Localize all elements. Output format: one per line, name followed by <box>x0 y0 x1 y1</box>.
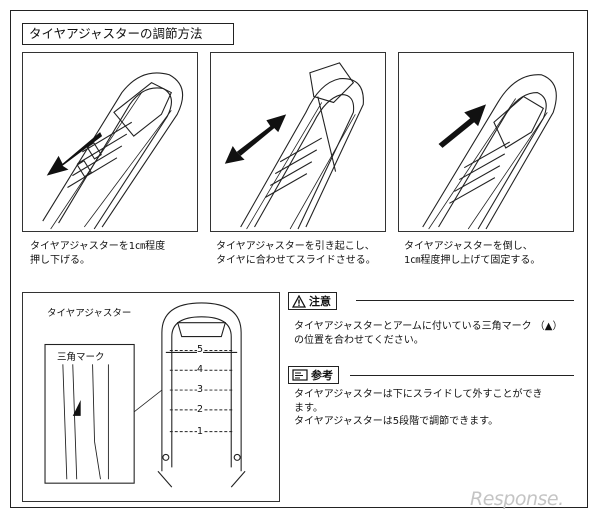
step-3-caption-line-1: タイヤアジャスターを倒し、 <box>404 241 533 252</box>
reference-text: タイヤアジャスターは下にスライドして外すことができ ます。 タイヤアジャスターは… <box>294 388 574 429</box>
adjuster-front-view-drawing <box>44 302 246 488</box>
step-1-caption: タイヤアジャスターを1㎝程度 押し下げる。 <box>30 240 165 268</box>
memo-icon <box>292 369 308 381</box>
caution-rule <box>356 300 574 301</box>
step-3-caption-line-2: 1㎝程度押し上げて固定する。 <box>404 255 541 266</box>
double-arrow-icon <box>224 114 287 164</box>
step-1-illustration <box>22 52 198 232</box>
step-2-caption-line-2: タイヤに合わせてスライドさせる。 <box>216 255 376 266</box>
caution-badge: 注意 <box>288 292 337 310</box>
arrow-down-left-icon <box>46 132 103 176</box>
reference-rule <box>350 375 574 376</box>
triangle-mark-label: 三角マーク <box>57 349 105 363</box>
step-1-caption-line-1: タイヤアジャスターを1㎝程度 <box>30 241 166 252</box>
step-1-caption-line-2: 押し下げる。 <box>30 255 90 266</box>
step-2-caption-line-1: タイヤアジャスターを引き起こし、 <box>216 241 375 252</box>
watermark: Response. <box>470 488 564 510</box>
arrow-up-right-icon <box>438 104 486 148</box>
step-2-caption: タイヤアジャスターを引き起こし、 タイヤに合わせてスライドさせる。 <box>216 240 376 268</box>
reference-text-line-1: タイヤアジャスターは下にスライドして外すことができ <box>294 389 543 400</box>
adjuster-push-down-drawing <box>42 72 184 230</box>
page-frame <box>10 10 588 508</box>
adjuster-lift-slide-drawing <box>224 62 364 230</box>
triangle-mark-icon <box>72 399 81 416</box>
adjuster-label: タイヤアジャスター <box>47 305 132 319</box>
reference-text-line-2: ます。 <box>294 402 323 414</box>
reference-text-line-3: タイヤアジャスターは5段階で調節できます。 <box>294 416 499 427</box>
adjuster-fix-drawing <box>422 74 557 230</box>
caution-label: 注意 <box>309 294 331 308</box>
level-5-label: 5 <box>197 344 204 355</box>
adjuster-levels-diagram: タイヤアジャスター 三角マーク 5 4 3 2 1 <box>22 292 280 502</box>
level-3-label: 3 <box>197 384 204 395</box>
level-2-label: 2 <box>197 404 204 415</box>
step-2-illustration <box>210 52 386 232</box>
caution-text-line-2: の位置を合わせてください。 <box>294 334 424 346</box>
page-title: タイヤアジャスターの調節方法 <box>22 23 234 45</box>
level-4-label: 4 <box>197 364 204 375</box>
warning-icon <box>292 294 306 308</box>
reference-label: 参考 <box>311 368 333 382</box>
reference-badge: 参考 <box>288 366 339 384</box>
level-1-label: 1 <box>197 426 204 437</box>
step-3-caption: タイヤアジャスターを倒し、 1㎝程度押し上げて固定する。 <box>404 240 540 268</box>
caution-text-line-1: タイヤアジャスターとアームに付いている三角マーク （▲） <box>294 321 563 332</box>
caution-text: タイヤアジャスターとアームに付いている三角マーク （▲） の位置を合わせてくださ… <box>294 320 574 347</box>
step-3-illustration <box>398 52 574 232</box>
